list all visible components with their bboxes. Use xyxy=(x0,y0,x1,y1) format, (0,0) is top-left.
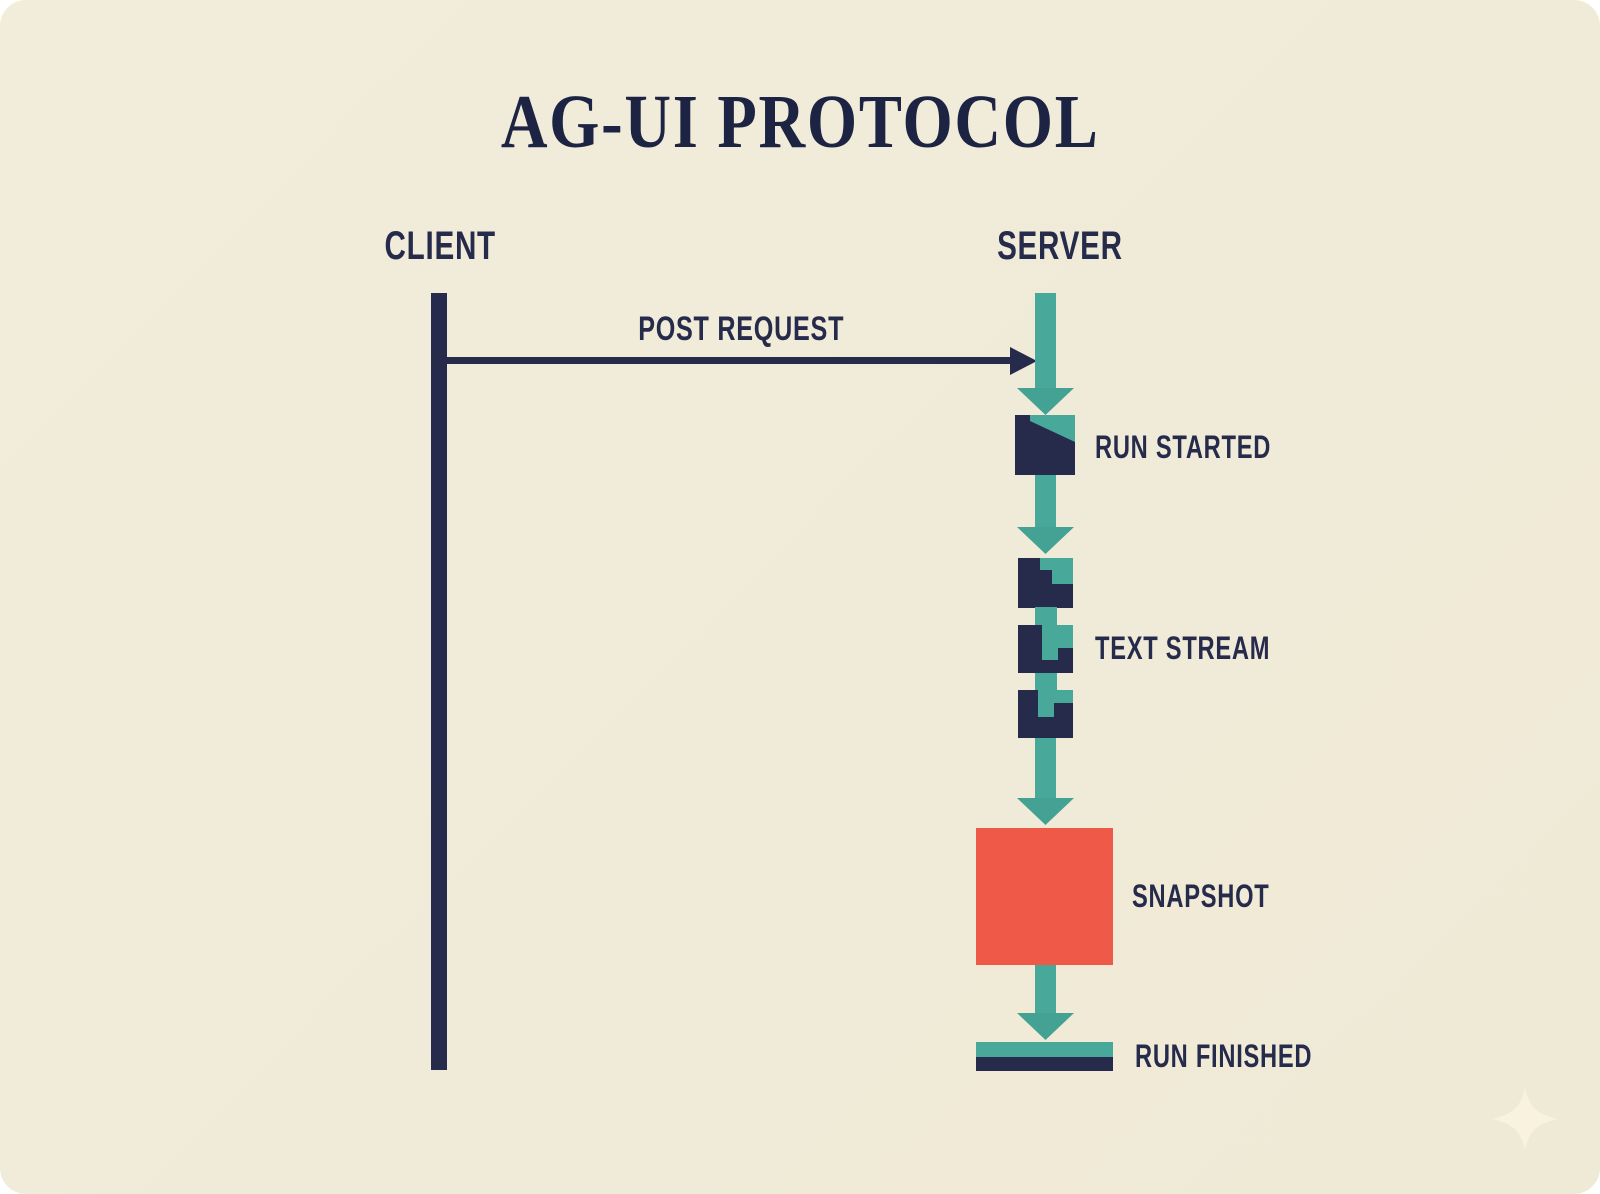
server-flow-stem-2 xyxy=(1035,475,1056,528)
sparkle-icon xyxy=(1492,1088,1558,1150)
client-lifeline xyxy=(431,293,447,1070)
run-started-tray-icon xyxy=(1015,415,1075,475)
text-stream-connector-1 xyxy=(1035,607,1057,625)
text-stream-connector-2 xyxy=(1035,673,1057,690)
text-stream-chunk-icon-1 xyxy=(1018,558,1073,608)
text-stream-label: TEXT STREAM xyxy=(1095,630,1271,666)
snapshot-label: SNAPSHOT xyxy=(1132,878,1270,914)
server-flow-stem-3 xyxy=(1035,738,1056,799)
run-finished-bar-navy-icon xyxy=(976,1057,1113,1071)
server-actor-label: SERVER xyxy=(997,224,1123,268)
down-arrowhead-icon-2 xyxy=(1017,527,1074,554)
post-request-arrowhead-icon xyxy=(1010,347,1037,375)
server-flow-stem-4 xyxy=(1035,965,1056,1014)
down-arrowhead-icon-1 xyxy=(1017,388,1074,415)
text-stream-chunk-icon-3 xyxy=(1018,690,1073,738)
run-started-label: RUN STARTED xyxy=(1095,429,1272,465)
page-title: AG-UI PROTOCOL xyxy=(0,84,1600,160)
post-request-label: POST REQUEST xyxy=(638,310,844,348)
page-title-text: AG-UI PROTOCOL xyxy=(500,80,1100,164)
post-request-arrow-line xyxy=(447,357,1010,364)
snapshot-square xyxy=(976,828,1113,965)
server-flow-stem-1 xyxy=(1035,293,1056,389)
down-arrowhead-icon-3 xyxy=(1017,798,1074,825)
run-finished-bar-teal-icon xyxy=(976,1042,1113,1057)
text-stream-chunk-icon-2 xyxy=(1018,625,1073,673)
client-actor-label: CLIENT xyxy=(384,224,496,268)
down-arrowhead-icon-4 xyxy=(1017,1013,1074,1040)
run-finished-label: RUN FINISHED xyxy=(1135,1038,1313,1074)
